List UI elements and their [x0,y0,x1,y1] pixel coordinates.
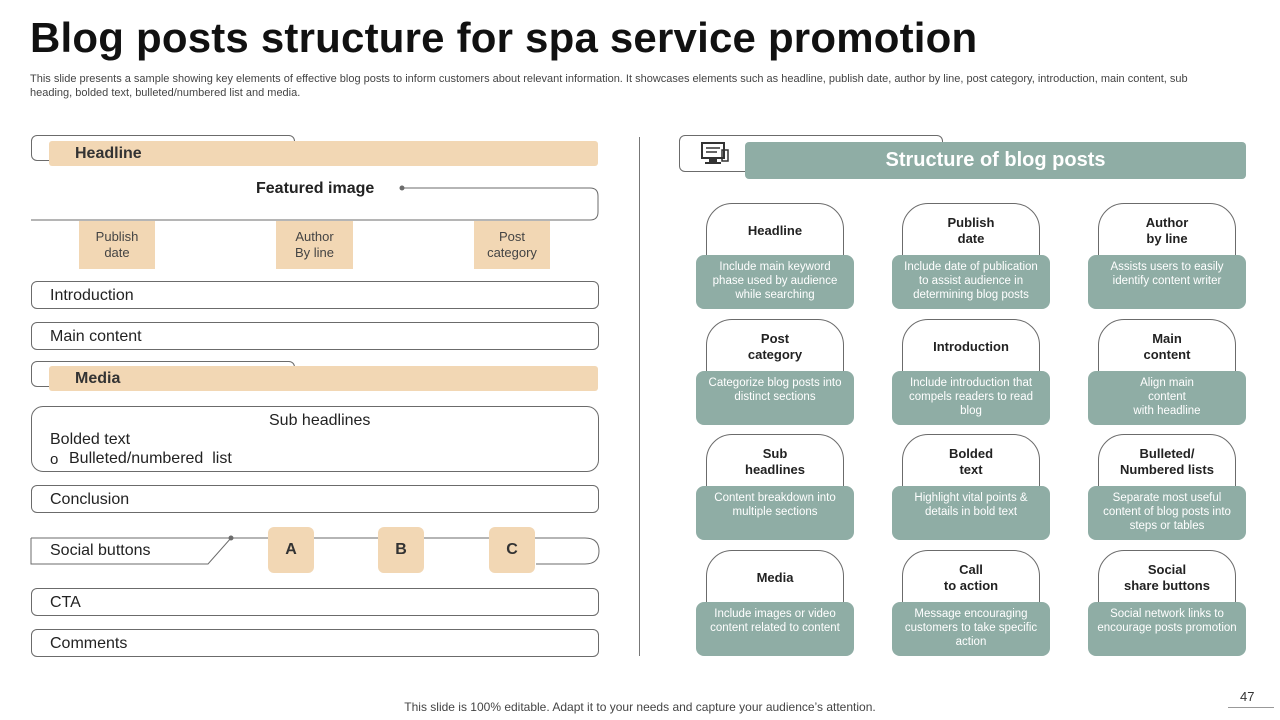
page-number-rule [1228,707,1274,708]
card-title: Social share buttons [1124,562,1210,593]
card-description: Include images or video content related … [696,602,854,656]
slide-title: Blog posts structure for spa service pro… [30,14,978,61]
card-title: Post category [747,331,803,362]
media-bar: Media [49,366,598,391]
main-content-row: Main content [31,322,599,350]
featured-image-connector [31,185,599,221]
card-description: Highlight vital points & details in bold… [892,486,1050,540]
card-description: Include introduction that compels reader… [892,371,1050,425]
card-title: Sub headlines [745,446,805,477]
slide-subtitle: This slide presents a sample showing key… [30,73,1188,99]
conclusion-row: Conclusion [31,485,599,513]
card-title: Media [756,570,794,585]
vertical-divider [639,137,640,656]
card-description: Message encouraging customers to take sp… [892,602,1050,656]
card-description: Content breakdown into multiple sections [696,486,854,540]
sub-headlines-block: Sub headlines Bolded text o Bulleted/num… [31,406,599,472]
card-description: Align main content with headline [1088,371,1246,425]
card-title: Main content [1143,331,1191,362]
computer-monitor-icon [701,142,729,164]
publish-date-box: Publish date [79,221,155,269]
bullet-marker: o [50,451,59,468]
card-description: Include date of publication to assist au… [892,255,1050,309]
featured-image-label: Featured image [256,180,375,197]
cta-row: CTA [31,588,599,616]
footer-note: This slide is 100% editable. Adapt it to… [404,700,876,714]
card-title: Publish date [947,215,995,246]
card-description: Social network links to encourage posts … [1088,602,1246,656]
author-by-line-box: Author By line [276,221,353,269]
card-title: Call to action [943,562,999,593]
card-title: Headline [747,223,803,238]
social-buttons-label: Social buttons [50,542,151,559]
card-title: Bolded text [948,446,994,477]
card-description: Separate most useful content of blog pos… [1088,486,1246,540]
social-button-c[interactable]: C [489,527,535,573]
bolded-text-label: Bolded text [50,431,131,448]
card-description: Assists users to easily identify content… [1088,255,1246,309]
card-title: Author by line [1145,215,1189,246]
card-description: Include main keyword phase used by audie… [696,255,854,309]
card-description: Categorize blog posts into distinct sect… [696,371,854,425]
social-button-a[interactable]: A [268,527,314,573]
comments-row: Comments [31,629,599,657]
structure-banner: Structure of blog posts [745,142,1246,179]
card-title: Bulleted/ Numbered lists [1120,446,1214,477]
headline-bar: Headline [49,141,598,166]
post-category-box: Post category [474,221,550,269]
social-buttons-outline [30,535,600,565]
introduction-row: Introduction [31,281,599,309]
card-title: Introduction [933,339,1009,354]
page-number: 47 [1240,689,1255,704]
sub-headlines-label: Sub headlines [269,412,371,429]
social-button-b[interactable]: B [378,527,424,573]
bulleted-list-label: Bulleted/numbered list [69,450,232,467]
